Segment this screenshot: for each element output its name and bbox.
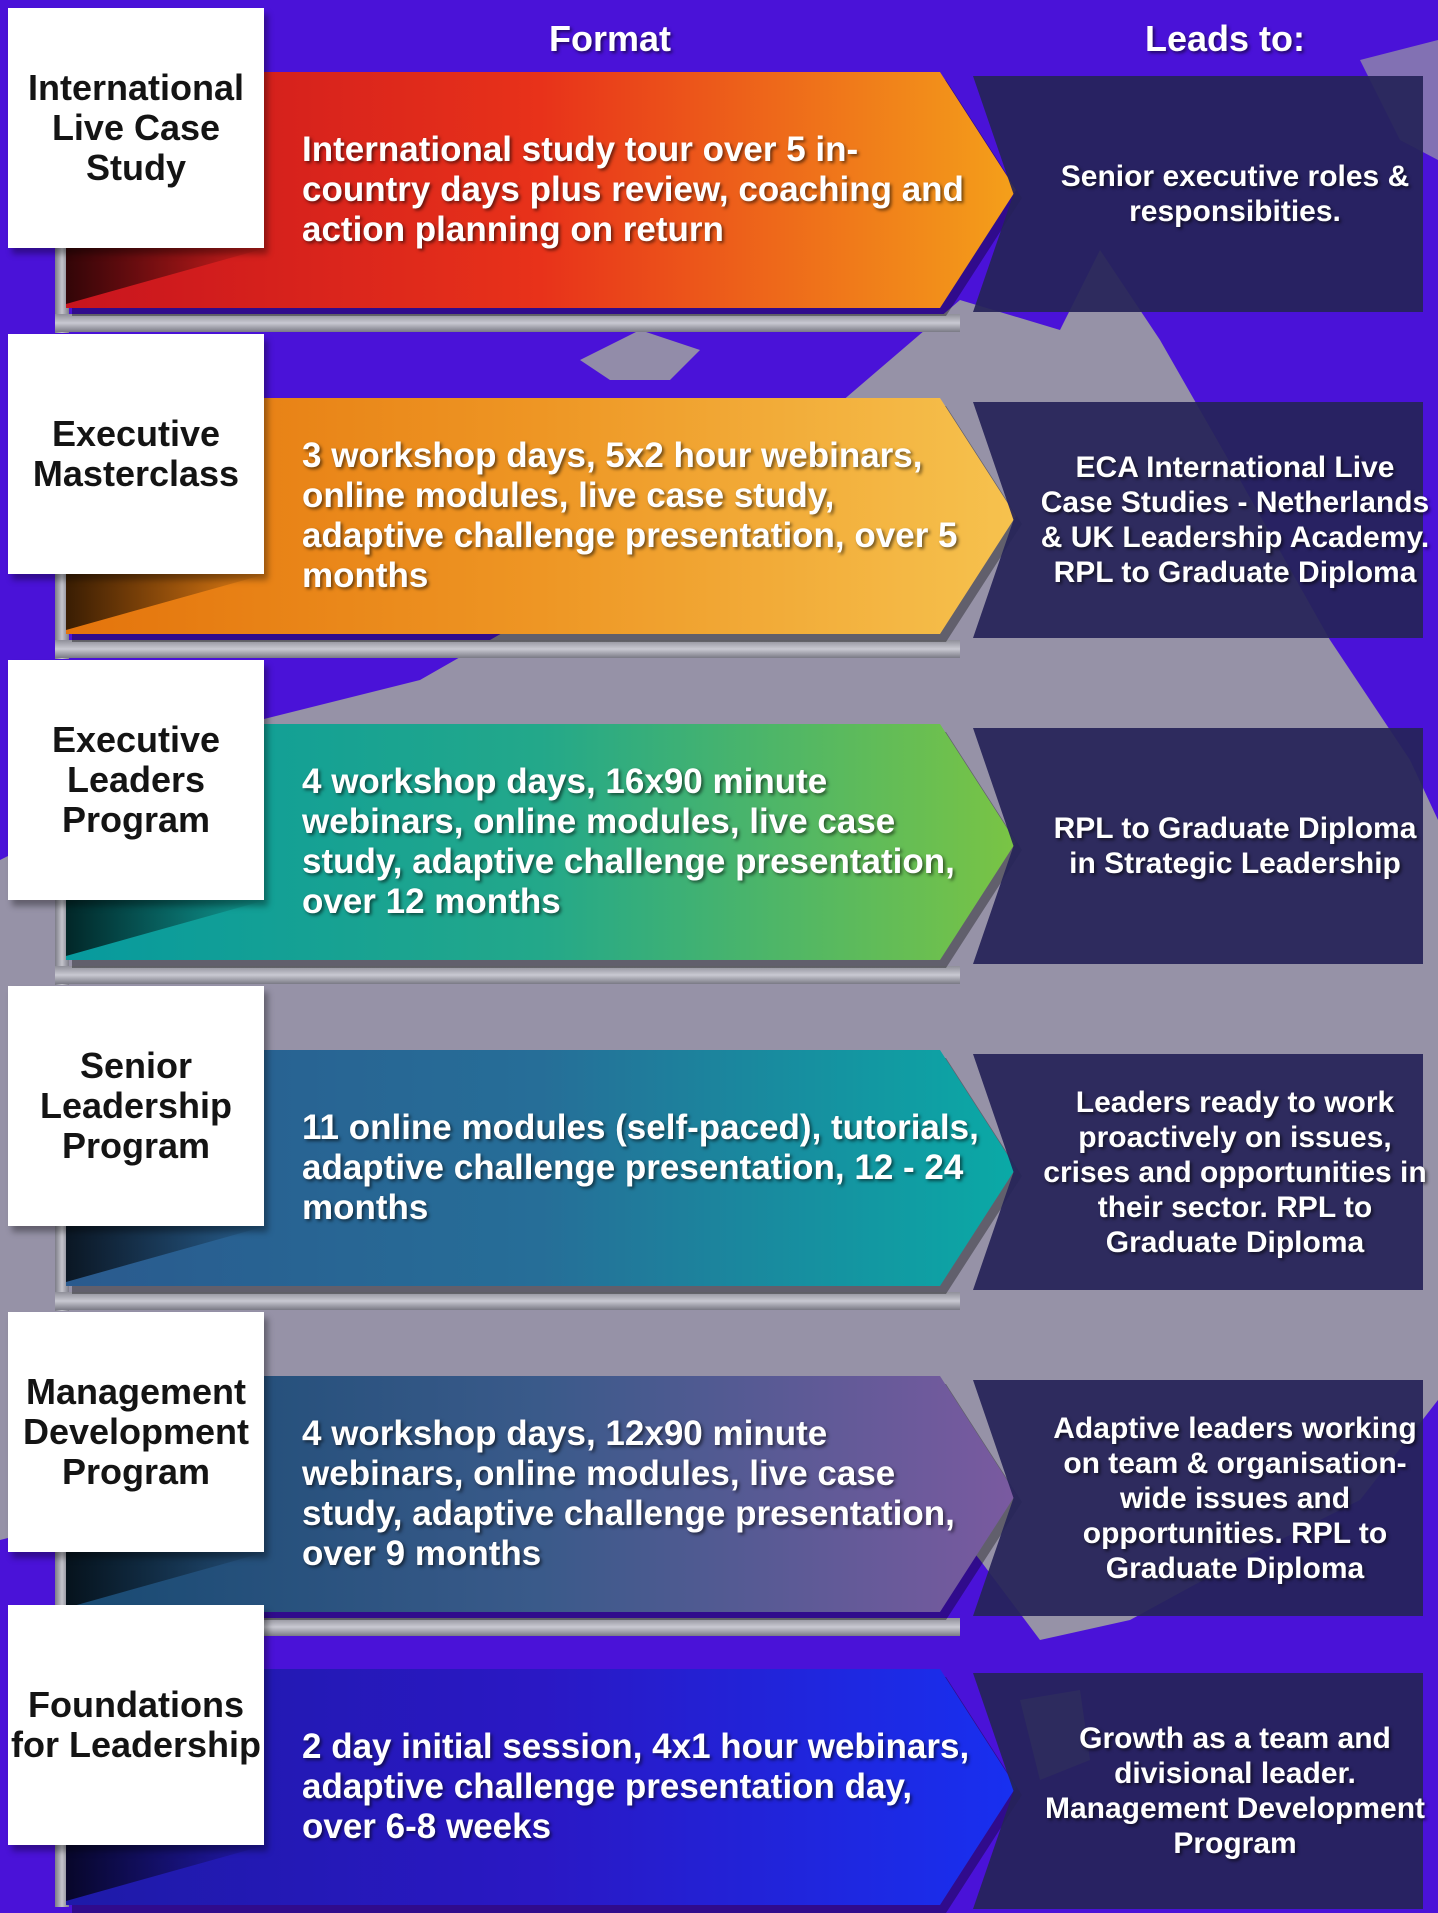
frame-strip bbox=[55, 1292, 960, 1310]
program-row: 2 day initial session, 4x1 hour webinars… bbox=[0, 1605, 1438, 1913]
leads-to-text: Growth as a team and divisional leader. … bbox=[1044, 1722, 1426, 1860]
leads-to-panel bbox=[973, 728, 1423, 964]
program-row: 4 workshop days, 16x90 minute webinars, … bbox=[0, 660, 1438, 985]
program-title: Management Development Program bbox=[8, 1312, 264, 1552]
leads-to-panel bbox=[973, 402, 1423, 638]
leads-to-text: ECA International Live Case Studies - Ne… bbox=[1040, 451, 1430, 589]
program-row: 4 workshop days, 12x90 minute webinars, … bbox=[0, 1312, 1438, 1637]
frame-strip bbox=[55, 966, 960, 984]
program-title: International Live Case Study bbox=[8, 8, 264, 248]
program-row: 11 online modules (self-paced), tutorial… bbox=[0, 986, 1438, 1311]
frame-strip bbox=[55, 1618, 960, 1636]
format-description: 4 workshop days, 12x90 minute webinars, … bbox=[302, 1414, 955, 1573]
leads-to-text: Adaptive leaders working on team & organ… bbox=[1053, 1411, 1417, 1585]
frame-strip bbox=[55, 640, 960, 658]
leads-to-text: Senior executive roles & responsibities. bbox=[1060, 160, 1410, 228]
leads-to-panel bbox=[973, 1673, 1423, 1909]
format-description: 4 workshop days, 16x90 minute webinars, … bbox=[302, 762, 955, 921]
program-row: International study tour over 5 in-count… bbox=[0, 8, 1438, 333]
leads-to-text: Leaders ready to work proactively on iss… bbox=[1043, 1085, 1427, 1259]
frame-strip bbox=[55, 314, 960, 332]
program-title: Foundations for Leadership bbox=[8, 1605, 264, 1845]
program-title: Senior Leadership Program bbox=[8, 986, 264, 1226]
program-title: Executive Leaders Program bbox=[8, 660, 264, 900]
leads-to-column-header: Leads to: bbox=[1144, 18, 1305, 59]
program-row: 3 workshop days, 5x2 hour webinars, onli… bbox=[0, 334, 1438, 659]
format-description: 3 workshop days, 5x2 hour webinars, onli… bbox=[302, 436, 958, 595]
format-description: International study tour over 5 in-count… bbox=[302, 130, 964, 249]
format-column-header: Format bbox=[548, 18, 671, 59]
program-title: Executive Masterclass bbox=[8, 334, 264, 574]
format-description: 11 online modules (self-paced), tutorial… bbox=[302, 1108, 979, 1227]
leads-to-panel bbox=[973, 1054, 1423, 1290]
leads-to-text: RPL to Graduate Diploma in Strategic Lea… bbox=[1053, 812, 1417, 880]
leads-to-panel bbox=[973, 76, 1423, 312]
leads-to-panel bbox=[973, 1380, 1423, 1616]
format-description: 2 day initial session, 4x1 hour webinars… bbox=[302, 1727, 970, 1846]
